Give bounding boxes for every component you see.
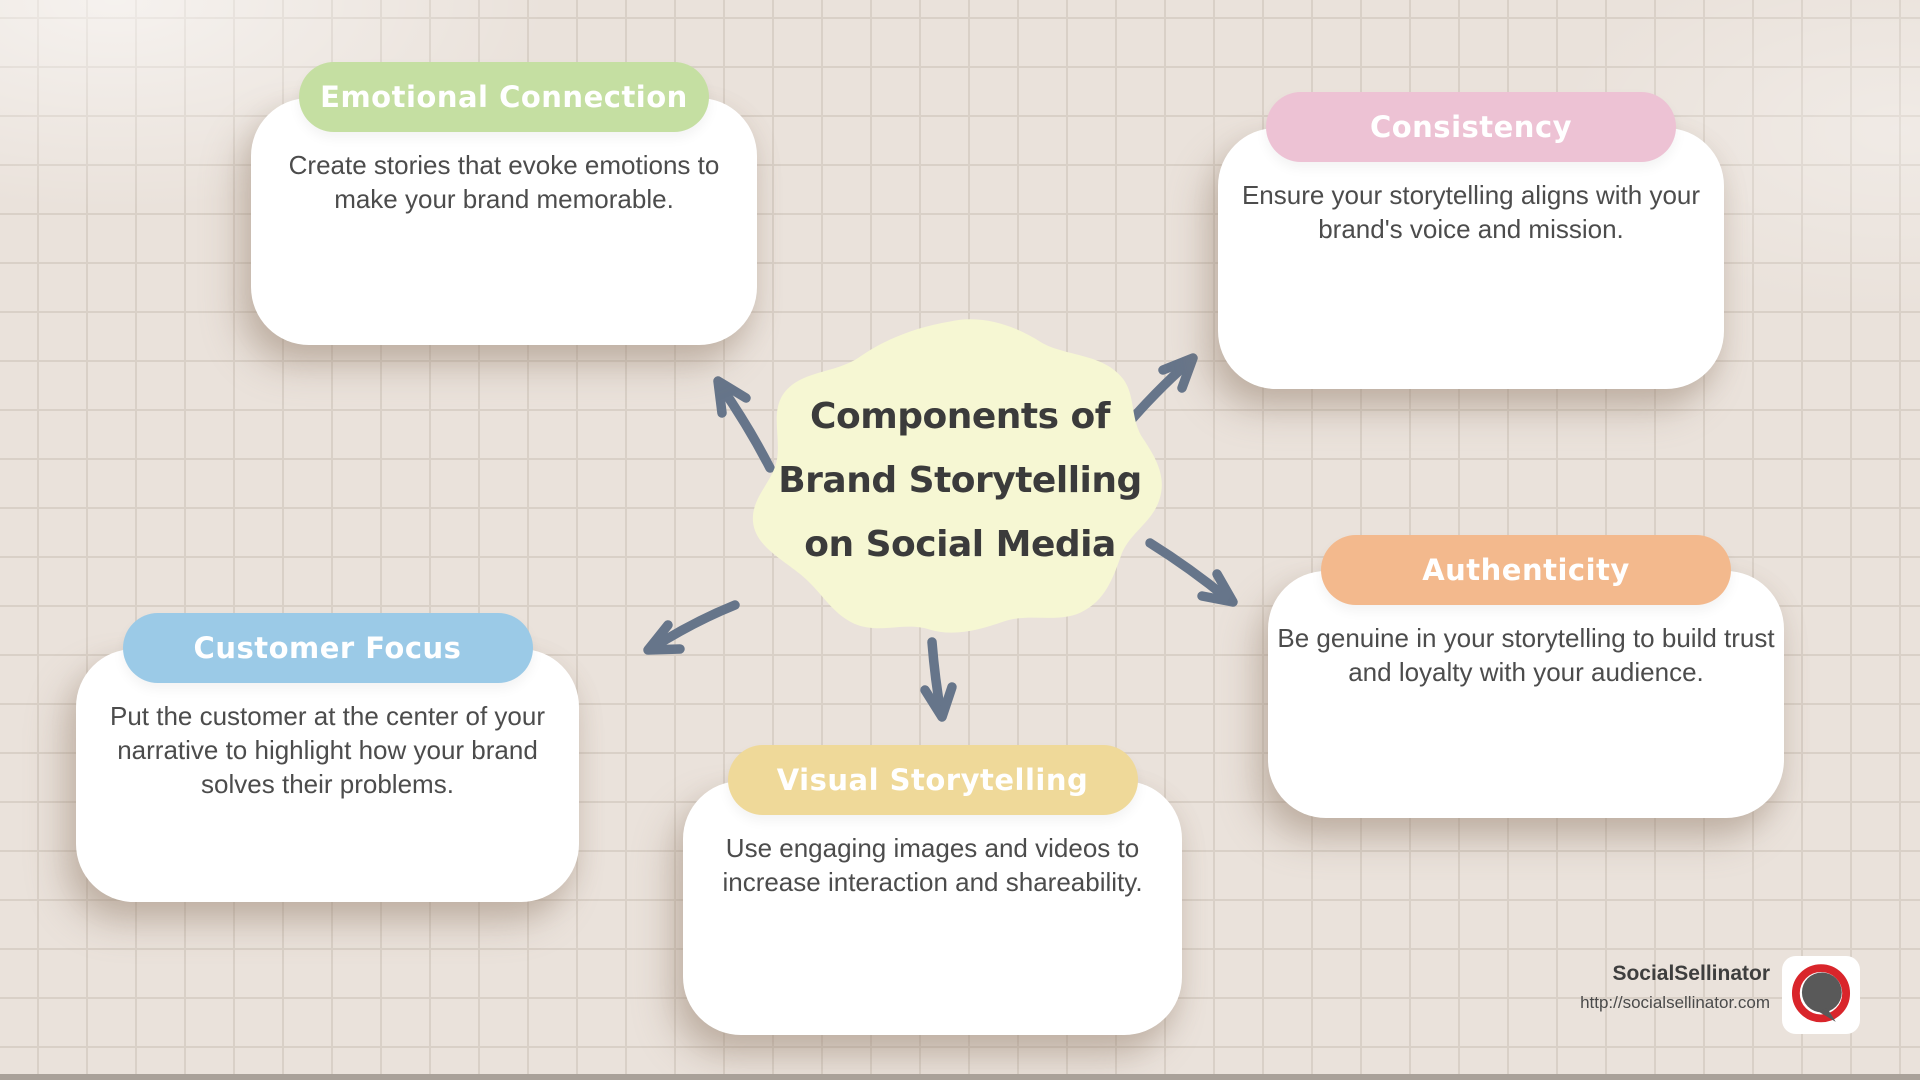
- center-title-line: Brand Storytelling: [778, 460, 1142, 501]
- branch-card-consistency: Consistency Ensure your storytelling ali…: [1218, 92, 1724, 389]
- center-topic-blob: [745, 312, 1165, 652]
- center-title-line: Components of: [810, 396, 1110, 437]
- socialsellinator-logo-icon: [1782, 956, 1860, 1034]
- center-topic-title: Components of Brand Storytelling on Soci…: [765, 385, 1155, 577]
- branch-header-customer-focus: Customer Focus: [122, 613, 533, 683]
- arrow-to-customer-focus: [643, 600, 740, 655]
- branch-description: Be genuine in your storytelling to build…: [1277, 623, 1775, 687]
- arrow-to-visual-storytelling: [920, 637, 957, 722]
- branch-label: Customer Focus: [193, 631, 462, 665]
- bottom-edge-strip: [0, 1074, 1920, 1080]
- brand-name: SocialSellinator: [1612, 962, 1770, 985]
- branch-card-authenticity: Authenticity Be genuine in your storytel…: [1268, 535, 1784, 818]
- branch-description: Create stories that evoke emotions to ma…: [288, 150, 720, 214]
- brand-url: http://socialsellinator.com: [1580, 993, 1770, 1012]
- branch-label: Visual Storytelling: [776, 763, 1089, 797]
- branch-label: Authenticity: [1422, 553, 1630, 587]
- branch-description: Use engaging images and videos to increa…: [722, 833, 1143, 897]
- branch-header-visual-storytelling: Visual Storytelling: [727, 745, 1138, 815]
- branch-card-emotional-connection: Emotional Connection Create stories that…: [251, 62, 757, 345]
- branch-header-consistency: Consistency: [1266, 92, 1676, 162]
- branch-card-customer-focus: Customer Focus Put the customer at the c…: [76, 613, 579, 902]
- branch-label: Consistency: [1369, 110, 1573, 144]
- branch-header-emotional-connection: Emotional Connection: [299, 62, 709, 132]
- center-title-line: on Social Media: [804, 524, 1116, 565]
- footer-brand-block: SocialSellinator http://socialsellinator…: [1580, 962, 1770, 1013]
- branch-label: Emotional Connection: [320, 80, 688, 114]
- branch-card-visual-storytelling: Visual Storytelling Use engaging images …: [683, 745, 1182, 1035]
- branch-description: Put the customer at the center of your n…: [109, 701, 545, 799]
- branch-description: Ensure your storytelling aligns with you…: [1241, 180, 1701, 244]
- blob-shape: [752, 319, 1162, 633]
- branch-header-authenticity: Authenticity: [1321, 535, 1731, 605]
